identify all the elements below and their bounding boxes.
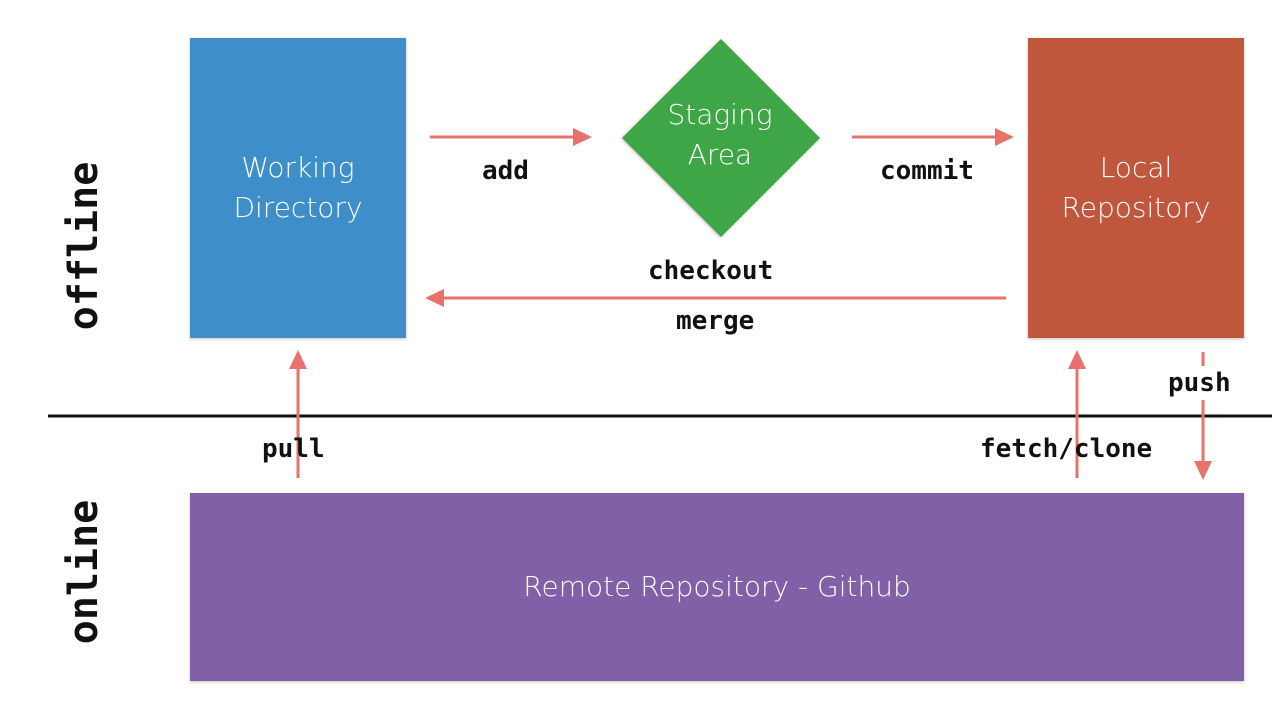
fetch-clone-arrowhead: [1068, 350, 1086, 369]
pull-arrowhead: [289, 350, 307, 369]
remote-repository-label: Remote Repository - Github: [523, 570, 911, 603]
checkout-label: checkout: [648, 256, 774, 286]
local-repository-node: Local Repository: [1028, 38, 1244, 338]
working-directory-node: Working Directory: [190, 38, 406, 338]
push-arrowhead: [1194, 461, 1212, 480]
pull-label: pull: [262, 434, 325, 464]
staging-area-label: Staging Area: [667, 98, 773, 171]
push-label: push: [1168, 368, 1231, 398]
working-directory-label: Working Directory: [233, 151, 363, 224]
commit-label: commit: [880, 156, 974, 186]
merge-label: merge: [676, 306, 755, 336]
add-arrowhead: [573, 128, 592, 146]
local-repository-label: Local Repository: [1061, 151, 1211, 224]
fetch-clone-label: fetch/clone: [980, 434, 1153, 464]
commit-arrowhead: [995, 128, 1014, 146]
checkout-merge-arrowhead: [425, 289, 444, 307]
remote-repository-node: Remote Repository - Github: [190, 493, 1244, 681]
add-label: add: [482, 156, 529, 186]
